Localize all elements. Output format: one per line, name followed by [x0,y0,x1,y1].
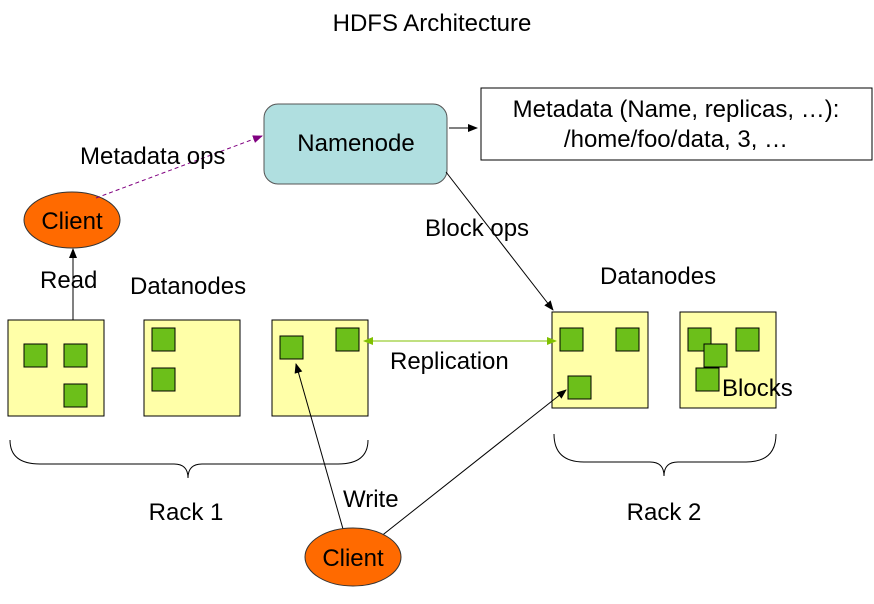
write-arrow-rack1 [294,363,346,537]
write-label: Write [343,486,399,513]
replication-label: Replication [390,348,509,375]
data-block [695,367,720,392]
client-bottom-ellipse [304,527,402,587]
write-arrow-rack2 [374,389,567,542]
namenode-box [263,103,448,185]
data-block [703,343,728,368]
metadata-box: Metadata (Name, replicas, …): /home/foo/… [480,87,873,161]
datanode-box [7,319,105,417]
namenode-label: Namenode [297,130,414,157]
metadata-line2: /home/foo/data, 3, … [564,126,788,153]
rack1-datanode-3 [271,319,369,417]
data-block [23,343,48,368]
rack2-datanodes-label: Datanodes [600,263,716,290]
data-block [63,343,88,368]
diagram-title: HDFS Architecture [333,10,532,37]
metadata-ops-label: Metadata ops [80,143,225,170]
client-top: Client [23,191,121,249]
rack2-datanode-1 [551,311,649,409]
data-block [615,327,640,352]
rack2-datanode-2 [679,311,777,409]
rack1-datanode-1 [7,319,105,417]
rack1-brace [9,439,369,479]
datanode-box [551,311,649,409]
data-block [559,327,584,352]
rack1-label: Rack 1 [149,499,224,526]
rack1-datanodes-label: Datanodes [130,273,246,300]
data-block [151,327,176,352]
data-block [735,327,760,352]
blocks-label: Blocks [722,375,793,402]
data-block [567,375,592,400]
data-block [63,383,88,408]
namenode: Namenode [263,103,448,185]
rack2-label: Rack 2 [627,499,702,526]
rack1-datanode-2 [143,319,241,417]
block-ops-label: Block ops [425,215,529,242]
client-bottom-label: Client [322,545,384,572]
block-ops-arrow [445,171,554,311]
data-block [279,335,304,360]
client-bottom: Client [304,527,402,587]
data-block [151,367,176,392]
client-top-label: Client [41,208,103,235]
data-block [335,327,360,352]
metadata-ops-arrow [95,135,263,199]
metadata-line1: Metadata (Name, replicas, …): [513,96,840,123]
read-label: Read [40,267,97,294]
metadata-frame [480,87,873,161]
rack2-brace [553,433,777,477]
